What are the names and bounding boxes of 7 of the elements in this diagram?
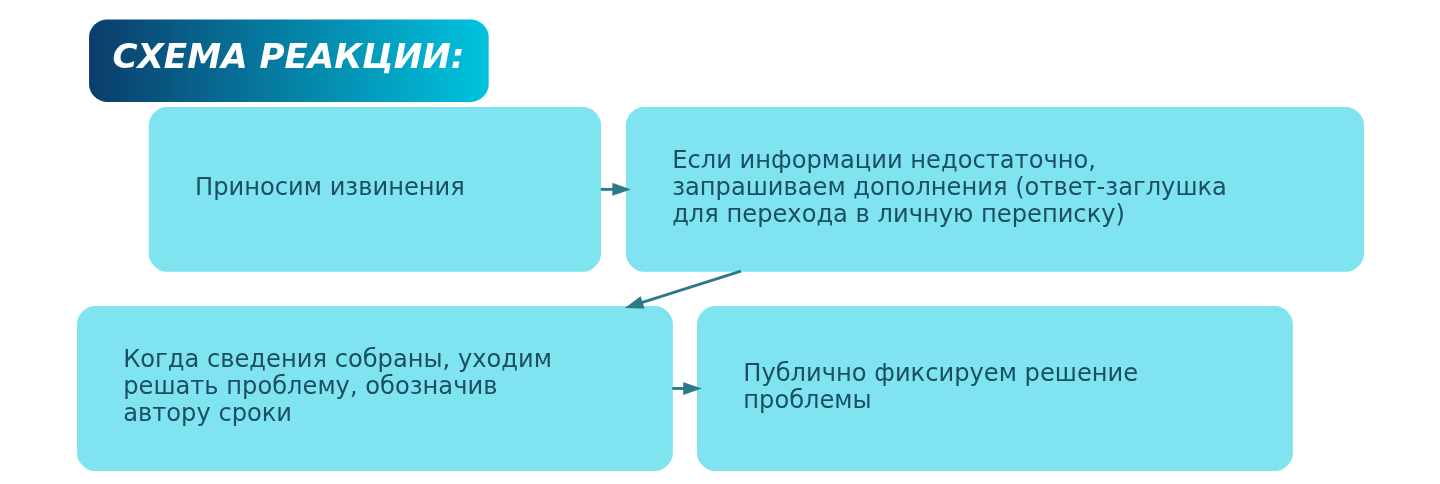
arrow <box>671 382 702 395</box>
diagram-title: СХЕМА РЕАКЦИИ: <box>112 36 464 77</box>
node-box: Если информации недостаточно, запрашиваем дополнения (ответ-заглушка для перехода в личную переписку) <box>625 106 1364 272</box>
node-box: Когда сведения собраны, уходим решать проблему, обозначив автору сроки <box>76 306 673 471</box>
node-box: Публично фиксируем решение проблемы <box>696 306 1293 471</box>
node-box: Приносим извинения <box>148 106 601 272</box>
arrow <box>624 269 741 309</box>
